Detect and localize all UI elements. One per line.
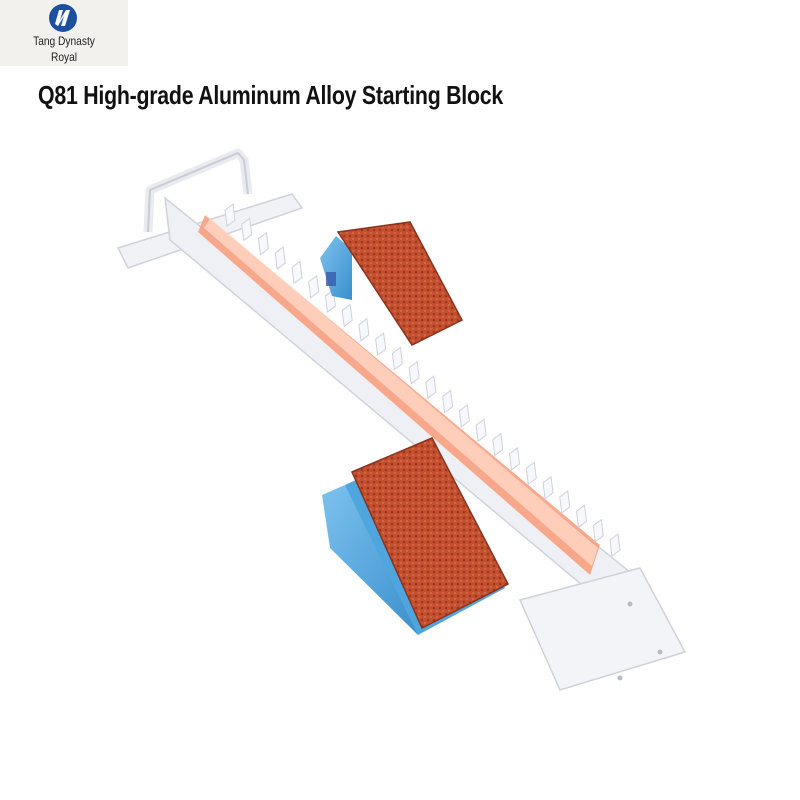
rail-tooth — [257, 231, 270, 256]
rail-tooth — [458, 403, 470, 428]
rail-tooth — [425, 375, 437, 400]
rail-tooth — [442, 389, 454, 414]
brand-name-line2: Royal — [50, 50, 78, 64]
rear-pedal — [320, 221, 464, 346]
rail-tooth — [341, 303, 353, 328]
front-foot-plate — [518, 567, 687, 691]
rear-handle — [143, 148, 253, 233]
rail-tooth — [408, 360, 420, 385]
brand-badge: Tang Dynasty Royal — [0, 0, 128, 66]
rail-tooth — [291, 260, 303, 285]
rail-tooth — [542, 475, 554, 500]
front-pedal — [322, 437, 510, 635]
rail-tooth — [609, 533, 621, 557]
rail-tooth — [575, 504, 588, 529]
rail-tooth — [391, 346, 403, 371]
rail-tooth — [492, 432, 504, 457]
rail-tooth — [274, 246, 286, 270]
product-title: Q81 High-grade Aluminum Alloy Starting B… — [38, 80, 503, 110]
rail-tooth — [509, 446, 521, 471]
rail-tooth — [592, 518, 604, 543]
rail-tooth — [308, 274, 320, 299]
rail-tooth — [559, 490, 571, 514]
rail-tooth — [241, 217, 253, 242]
rail — [164, 196, 687, 691]
rail-tooth — [525, 461, 537, 486]
rail-tooth — [358, 317, 370, 342]
rail-tooth — [375, 332, 387, 357]
brand-name-line1: Tang Dynasty — [33, 34, 95, 48]
rail-tooth — [224, 203, 236, 227]
rail-tooth — [475, 418, 487, 443]
brand-logo-icon — [49, 4, 77, 32]
